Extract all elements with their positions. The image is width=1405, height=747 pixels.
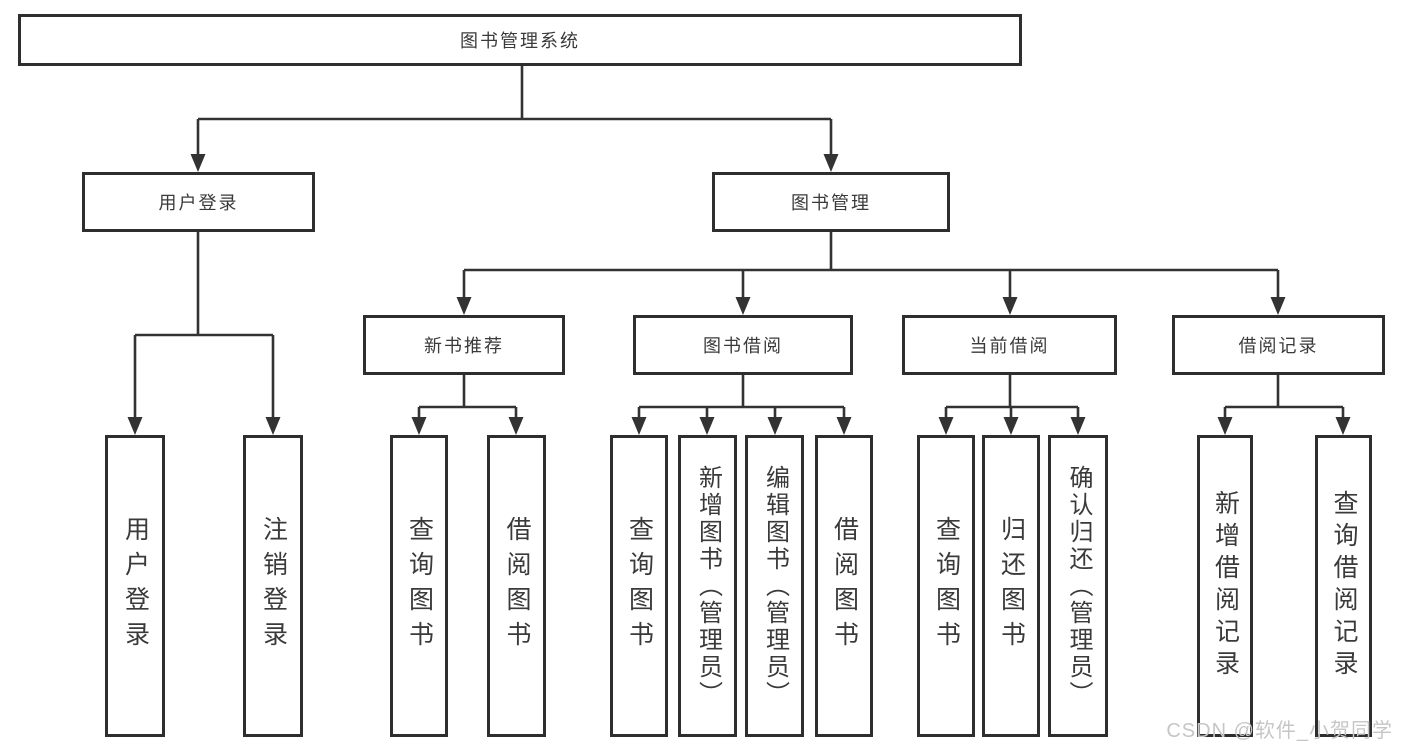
node-label: 用户登录 xyxy=(158,193,239,213)
node-label: 确认归还（管理员） xyxy=(1065,464,1092,708)
node-label: 查询图书 xyxy=(932,516,961,656)
node-borrow-records: 借阅记录 xyxy=(1172,315,1385,375)
node-label: 用户登录 xyxy=(121,516,150,656)
leaf-newbook-borrow: 借阅图书 xyxy=(487,435,546,737)
node-label: 借阅记录 xyxy=(1238,336,1319,356)
leaf-borrow-add-admin: 新增图书（管理员） xyxy=(678,435,737,737)
leaf-borrow-query: 查询图书 xyxy=(610,435,668,737)
node-label: 图书管理系统 xyxy=(460,31,580,51)
node-label: 新增图书（管理员） xyxy=(694,464,722,708)
node-root-system: 图书管理系统 xyxy=(18,14,1022,66)
csdn-watermark: CSDN @软件_小贺同学 xyxy=(1166,720,1393,742)
node-label: 借阅图书 xyxy=(503,516,531,656)
leaf-record-add: 新增借阅记录 xyxy=(1197,435,1253,737)
node-label: 查询图书 xyxy=(405,516,434,656)
node-label: 注销登录 xyxy=(259,516,288,656)
leaf-record-query: 查询借阅记录 xyxy=(1315,435,1372,737)
leaf-borrow-book: 借阅图书 xyxy=(815,435,873,737)
leaf-newbook-query: 查询图书 xyxy=(390,435,448,737)
node-label: 编辑图书（管理员） xyxy=(761,464,789,708)
leaf-user-login: 用户登录 xyxy=(105,435,165,737)
node-user-login: 用户登录 xyxy=(82,172,315,232)
node-label: 图书借阅 xyxy=(703,336,783,356)
node-current-borrow: 当前借阅 xyxy=(902,315,1117,375)
node-label: 图书管理 xyxy=(791,193,871,213)
node-label: 借阅图书 xyxy=(830,516,859,656)
leaf-current-confirm-admin: 确认归还（管理员） xyxy=(1048,435,1108,737)
leaf-current-query: 查询图书 xyxy=(917,435,975,737)
leaf-borrow-edit-admin: 编辑图书（管理员） xyxy=(745,435,804,737)
node-new-book-recommend: 新书推荐 xyxy=(363,315,565,375)
node-label: 当前借阅 xyxy=(969,336,1050,356)
node-label: 查询借阅记录 xyxy=(1330,490,1358,682)
node-book-management: 图书管理 xyxy=(712,172,950,232)
leaf-logout: 注销登录 xyxy=(243,435,303,737)
leaf-current-return: 归还图书 xyxy=(982,435,1040,737)
node-label: 新增借阅记录 xyxy=(1211,490,1240,682)
node-label: 新书推荐 xyxy=(424,336,504,356)
node-label: 归还图书 xyxy=(997,516,1026,656)
node-book-borrow: 图书借阅 xyxy=(633,315,853,375)
node-label: 查询图书 xyxy=(625,516,654,656)
